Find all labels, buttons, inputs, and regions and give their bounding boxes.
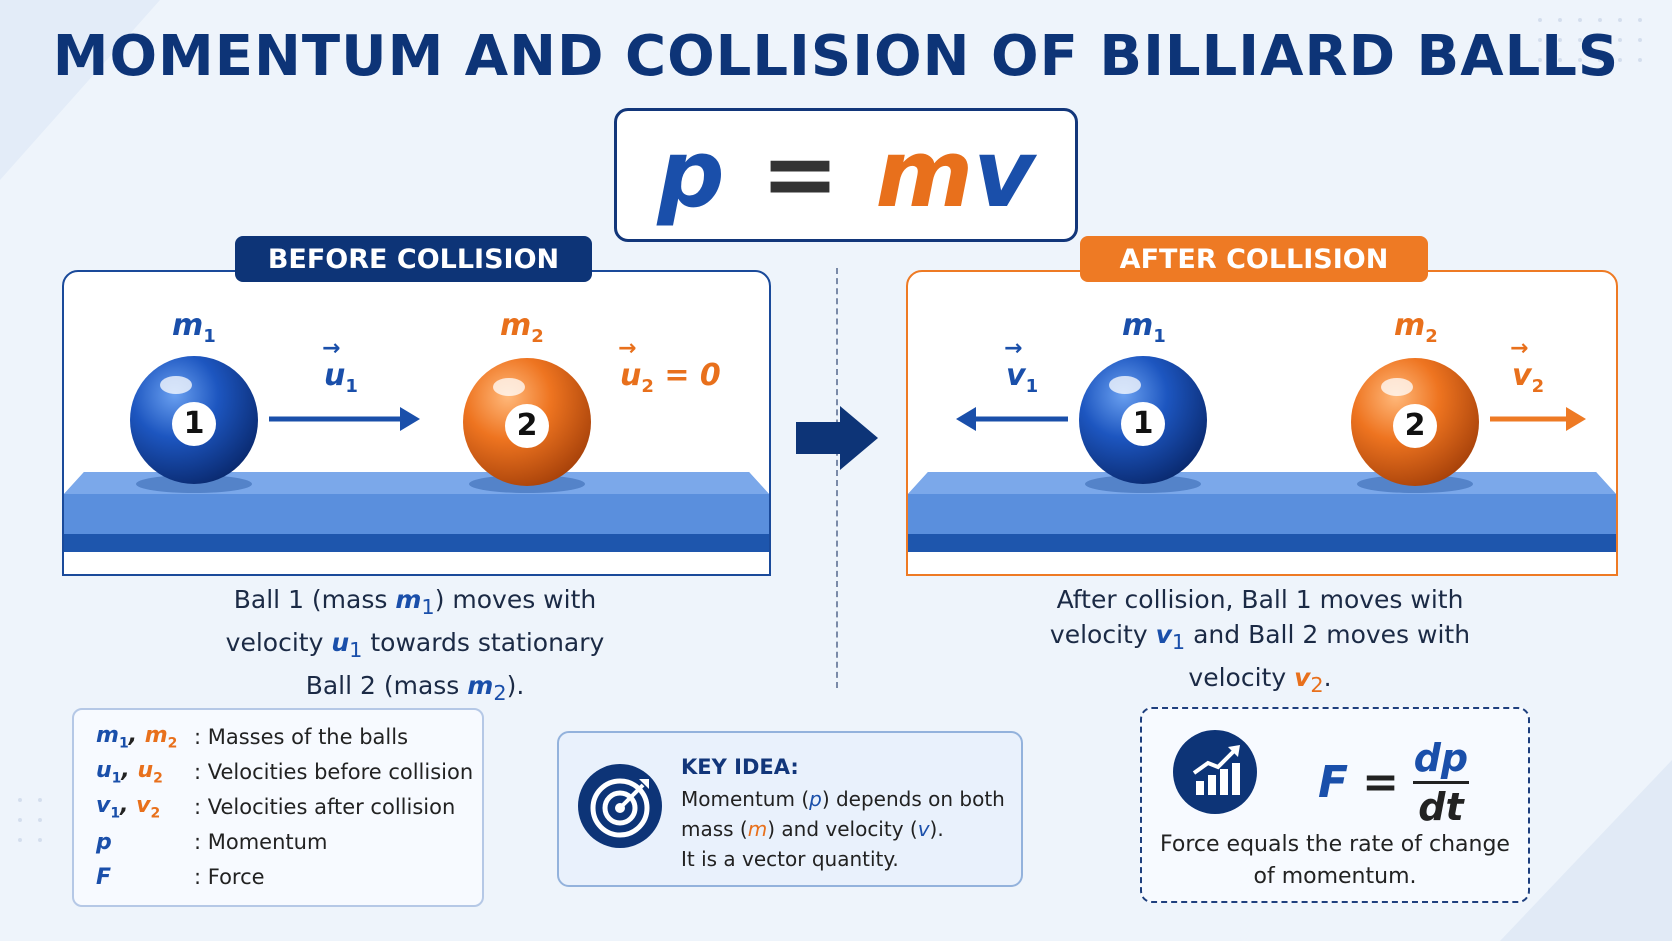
ball-2-number: 2	[516, 408, 538, 443]
after-ball-1-number: 1	[1132, 406, 1154, 441]
after-collision-label: AFTER COLLISION	[1080, 236, 1428, 282]
legend-row-momentum: p : Momentum	[96, 829, 328, 855]
velocity-u2-label: u2 = 0	[618, 336, 721, 397]
force-equals: =	[1362, 757, 1399, 808]
ball-1-number: 1	[183, 406, 205, 441]
divider-line	[836, 268, 838, 688]
after-collision-panel: m1 m2 v1 v2 1 2	[906, 270, 1618, 576]
velocity-v2-label: v2	[1510, 336, 1544, 397]
velocity-v1-label: v1	[1004, 336, 1038, 397]
key-idea-line-2: mass (m) and velocity (v).	[681, 817, 944, 841]
transition-arrow-icon	[796, 406, 878, 470]
v2-arrow-head	[1566, 407, 1586, 431]
before-collision-label: BEFORE COLLISION	[235, 236, 592, 282]
dp-dt-fraction: dp dt	[1412, 736, 1469, 829]
formula-equals: =	[760, 120, 840, 229]
mass-m2-label: m2	[500, 308, 544, 347]
key-idea-line-3: It is a vector quantity.	[681, 847, 899, 871]
before-collision-panel: m1 m2 u1 u2 = 0 1 2	[62, 270, 771, 576]
before-caption: Ball 1 (mass m1) moves with velocity u1 …	[225, 585, 605, 705]
legend-row-masses: m1, m2 : Masses of the balls	[96, 722, 409, 752]
chart-growth-icon	[1173, 730, 1257, 814]
formula-v: v	[973, 120, 1035, 229]
key-idea-line-1: Momentum (p) depends on both	[681, 787, 1005, 811]
force-caption: Force equals the rate of change of momen…	[1160, 832, 1510, 889]
key-idea-title: KEY IDEA:	[681, 755, 799, 779]
after-balls	[956, 356, 1586, 493]
after-ball-2-number: 2	[1404, 408, 1426, 443]
formula-m: m	[875, 120, 974, 229]
formula-p: p	[657, 120, 725, 229]
legend-row-velocities-after: v1, v2 : Velocities after collision	[96, 792, 456, 822]
velocity-u1-label: u1	[322, 336, 358, 397]
after-mass-m2-label: m2	[1394, 308, 1438, 347]
before-balls	[130, 356, 591, 493]
symbol-legend: m1, m2 : Masses of the balls u1, u2 : Ve…	[72, 708, 484, 907]
u1-arrow-head	[400, 407, 420, 431]
force-symbol: F	[1318, 757, 1349, 808]
key-idea-box: KEY IDEA: Momentum (p) depends on both m…	[557, 731, 1023, 887]
force-box: F = dp dt Force equals the rate of chang…	[1140, 707, 1530, 903]
force-formula: F = dp dt	[1318, 735, 1469, 830]
target-icon	[578, 764, 662, 848]
after-caption: After collision, Ball 1 moves with veloc…	[1049, 585, 1471, 697]
mass-m1-label: m1	[172, 308, 216, 347]
page-title: MOMENTUM AND COLLISION OF BILLIARD BALLS	[52, 24, 1620, 89]
v1-arrow-head	[956, 407, 976, 431]
legend-row-force: F : Force	[96, 864, 265, 890]
legend-row-velocities-before: u1, u2 : Velocities before collision	[96, 757, 474, 787]
after-mass-m1-label: m1	[1122, 308, 1166, 347]
